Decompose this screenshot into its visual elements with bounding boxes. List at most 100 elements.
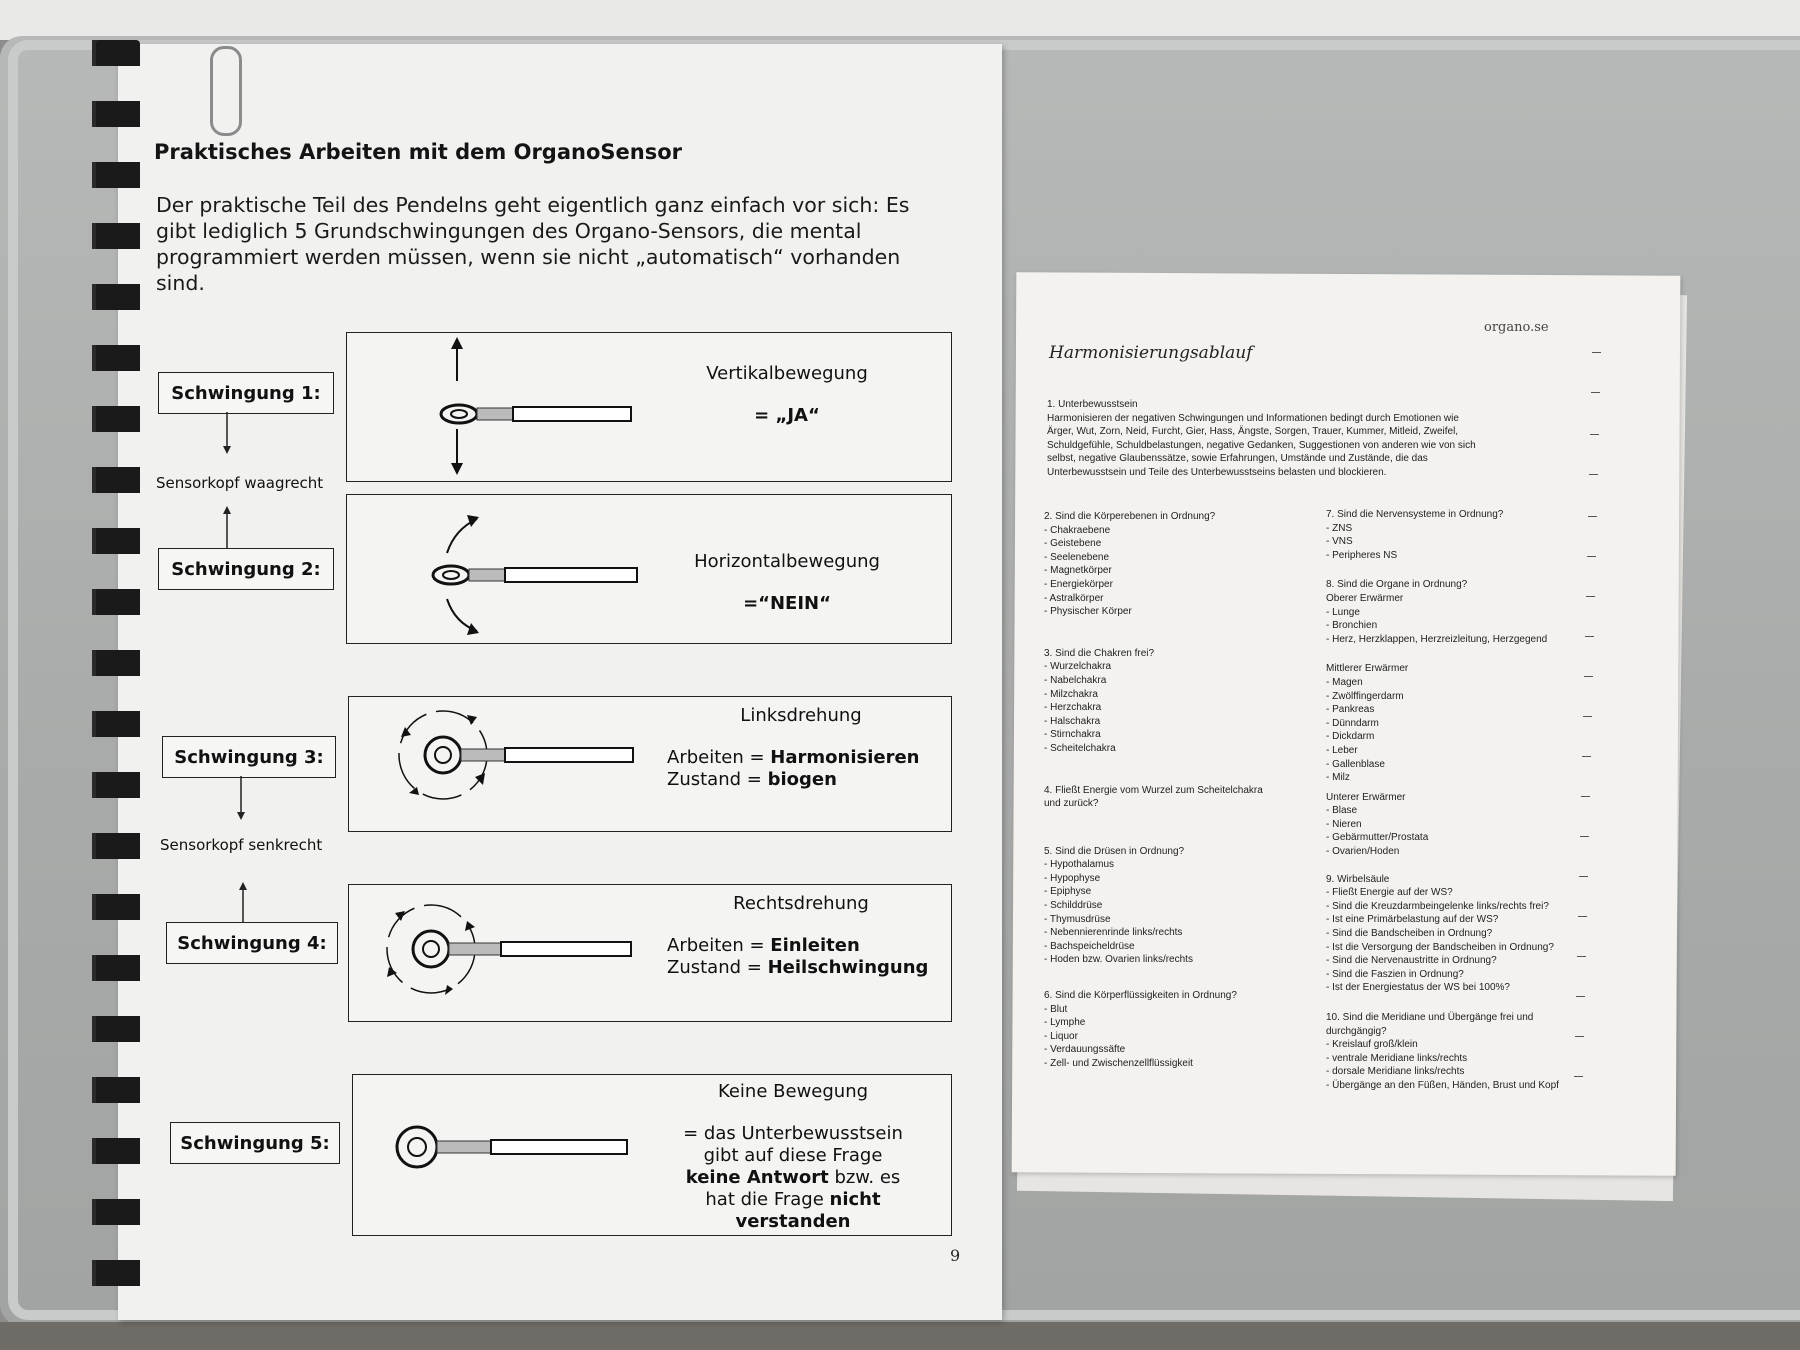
checklist-item: - VNS xyxy=(1326,536,1353,548)
arrow-up-icon xyxy=(223,506,231,548)
sheet-title: Harmonisierungsablauf xyxy=(1049,343,1253,363)
page-number: 9 xyxy=(950,1246,961,1265)
margin-dash xyxy=(1575,996,1585,997)
checklist-item: - Bronchien xyxy=(1326,620,1378,632)
checklist-item: - Hypothalamus xyxy=(1044,859,1115,871)
checklist-item: - Sind die Faszien in Ordnung? xyxy=(1326,968,1464,980)
margin-dash xyxy=(1585,596,1595,597)
schwingung-2-meaning: =“NEIN“ xyxy=(743,593,831,614)
schwingung-5-line-1: = das Unterbewusstsein xyxy=(683,1123,903,1144)
organo-logo: organo.se xyxy=(1484,320,1549,335)
margin-dash xyxy=(1586,556,1596,557)
section-line: Schuldgefühle, Schuldbelastungen, negati… xyxy=(1047,439,1476,451)
checklist-item: - Liquor xyxy=(1044,1030,1078,1042)
checklist-group: 10. Sind die Meridiane und Übergänge fre… xyxy=(1326,1011,1559,1093)
checklist-heading: Mittlerer Erwärmer xyxy=(1326,663,1409,675)
checklist-item: - Hoden bzw. Ovarien links/rechts xyxy=(1044,954,1193,966)
checklist-item: - Bachspeicheldrüse xyxy=(1044,940,1135,952)
checklist-heading: 2. Sind die Körperebenen in Ordnung? xyxy=(1044,511,1216,522)
checklist-item: - Ist der Energiestatus der WS bei 100%? xyxy=(1326,982,1510,994)
checklist-group: 8. Sind die Organe in Ordnung?Oberer Erw… xyxy=(1326,578,1559,646)
checklist-heading: 5. Sind die Drüsen in Ordnung? xyxy=(1044,845,1185,857)
checklist-item: - Nabelchakra xyxy=(1044,674,1107,686)
checklist-item: - Schilddrüse xyxy=(1044,900,1103,912)
schwingung-5-line-5: verstanden xyxy=(735,1211,851,1232)
checklist-item: - Halschakra xyxy=(1044,715,1101,727)
checklist-heading: 4. Fließt Energie vom Wurzel zum Scheite… xyxy=(1044,784,1263,796)
schwingung-5-heading: Keine Bewegung xyxy=(717,1081,869,1102)
checklist-group: 3. Sind die Chakren frei?- Wurzelchakra-… xyxy=(1044,647,1263,756)
checklist-item: - Blase xyxy=(1326,805,1358,817)
checklist-item: - Seelenebene xyxy=(1044,551,1110,563)
margin-dash xyxy=(1591,392,1600,393)
checklist-heading: 6. Sind die Körperflüssigkeiten in Ordnu… xyxy=(1044,990,1237,1002)
checklist-left-column: 2. Sind die Körperebenen in Ordnung?- Ch… xyxy=(1044,510,1263,1085)
schwingung-4-line-2: Zustand = Heilschwingung xyxy=(667,957,929,978)
checklist-item: - Kreislauf groß/klein xyxy=(1326,1039,1418,1051)
schwingung-1-box: Vertikalbewegung = „JA“ xyxy=(346,332,952,482)
checklist-right-column: 7. Sind die Nervensysteme in Ordnung?- Z… xyxy=(1326,508,1559,1107)
schwingung-4-box: Rechtsdrehung Arbeiten = Einleiten Zusta… xyxy=(348,884,952,1022)
checklist-item: - Milzchakra xyxy=(1044,688,1098,700)
checklist-heading: 3. Sind die Chakren frei? xyxy=(1044,647,1155,659)
checklist-item: durchgängig? xyxy=(1326,1025,1387,1037)
checklist-item: - Physischer Körper xyxy=(1044,606,1132,618)
schwingung-1-label: Schwingung 1: xyxy=(158,372,334,414)
checklist-item: - Epiphyse xyxy=(1044,886,1092,898)
checklist-item: - Wurzelchakra xyxy=(1044,661,1112,673)
checklist-item: - Dickdarm xyxy=(1326,731,1375,743)
schwingung-5-label: Schwingung 5: xyxy=(170,1122,340,1164)
margin-dash xyxy=(1581,756,1591,757)
checklist-item: - Nebennierenrinde links/rechts xyxy=(1044,927,1183,939)
intro-paragraph: Der praktische Teil des Pendelns geht ei… xyxy=(156,193,910,295)
schwingung-4-label: Schwingung 4: xyxy=(166,922,338,964)
section-line: Ärger, Wut, Zorn, Neid, Furcht, Gier, Ha… xyxy=(1047,426,1459,438)
checklist-item: - Lymphe xyxy=(1044,1017,1086,1029)
checklist-item: - Scheitelchakra xyxy=(1044,742,1116,754)
checklist-heading: Unterer Erwärmer xyxy=(1326,791,1406,803)
left-rotation-pendulum-icon xyxy=(398,710,634,800)
checklist-group: 2. Sind die Körperebenen in Ordnung?- Ch… xyxy=(1044,510,1263,619)
checklist-item: - Magen xyxy=(1326,676,1363,688)
checklist-item: - Energiekörper xyxy=(1044,578,1113,590)
checklist-item: - Sind die Bandscheiben in Ordnung? xyxy=(1326,928,1493,940)
margin-dash xyxy=(1573,1076,1583,1077)
paper-clip-icon xyxy=(210,46,242,136)
checklist-group: 4. Fließt Energie vom Wurzel zum Scheite… xyxy=(1044,784,1263,811)
checklist-item: - Gebärmutter/Prostata xyxy=(1326,832,1429,844)
margin-dash xyxy=(1583,676,1593,677)
arrow-down-icon xyxy=(223,412,231,454)
schwingung-3-box: Linksdrehung Arbeiten = Harmonisieren Zu… xyxy=(348,696,952,832)
arrow-down-icon xyxy=(237,776,245,820)
right-rotation-pendulum-icon xyxy=(386,904,632,995)
checklist-item: - Ist eine Primärbelastung auf der WS? xyxy=(1326,914,1499,926)
margin-dash xyxy=(1588,474,1598,475)
horizontal-pendulum-icon xyxy=(431,515,638,635)
sensorkopf-waagrecht-label: Sensorkopf waagrecht xyxy=(156,474,324,492)
schwingung-2-heading: Horizontalbewegung xyxy=(694,551,880,572)
arrow-up-icon xyxy=(239,882,247,926)
checklist-item: - Zell- und Zwischenzellflüssigkeit xyxy=(1044,1058,1193,1069)
checklist-group: Mittlerer Erwärmer- Magen- Zwölffingerda… xyxy=(1326,662,1559,784)
schwingung-3-line-2: Zustand = biogen xyxy=(667,769,837,790)
checklist-item: - Astralkörper xyxy=(1044,592,1104,604)
wall-background xyxy=(0,0,1800,40)
schwingung-2-label: Schwingung 2: xyxy=(158,548,334,590)
schwingung-4-heading: Rechtsdrehung xyxy=(733,893,869,914)
checklist-item: - Übergänge an den Füßen, Händen, Brust … xyxy=(1326,1079,1559,1091)
margin-dash xyxy=(1584,636,1594,637)
margin-dash xyxy=(1582,716,1592,717)
margin-dash xyxy=(1580,796,1590,797)
schwingung-5-line-2: gibt auf diese Frage xyxy=(703,1145,883,1166)
schwingung-3-label: Schwingung 3: xyxy=(162,736,336,778)
schwingung-1-heading: Vertikalbewegung xyxy=(706,363,868,384)
page-title: Praktisches Arbeiten mit dem OrganoSenso… xyxy=(154,140,682,164)
checklist-item: - Sind die Kreuzdarmbeingelenke links/re… xyxy=(1326,900,1549,912)
section-heading: 1. Unterbewusstsein xyxy=(1047,399,1138,410)
checklist-item: - Thymusdrüse xyxy=(1044,913,1111,925)
floor-strip xyxy=(0,1322,1800,1350)
checklist-item: - dorsale Meridiane links/rechts xyxy=(1326,1066,1465,1078)
checklist-item: - Ist die Versorgung der Bandscheiben in… xyxy=(1326,941,1554,953)
checklist-item: - Dünndarm xyxy=(1326,717,1379,729)
schwingung-5-box: Keine Bewegung = das Unterbewusstsein gi… xyxy=(352,1074,952,1236)
